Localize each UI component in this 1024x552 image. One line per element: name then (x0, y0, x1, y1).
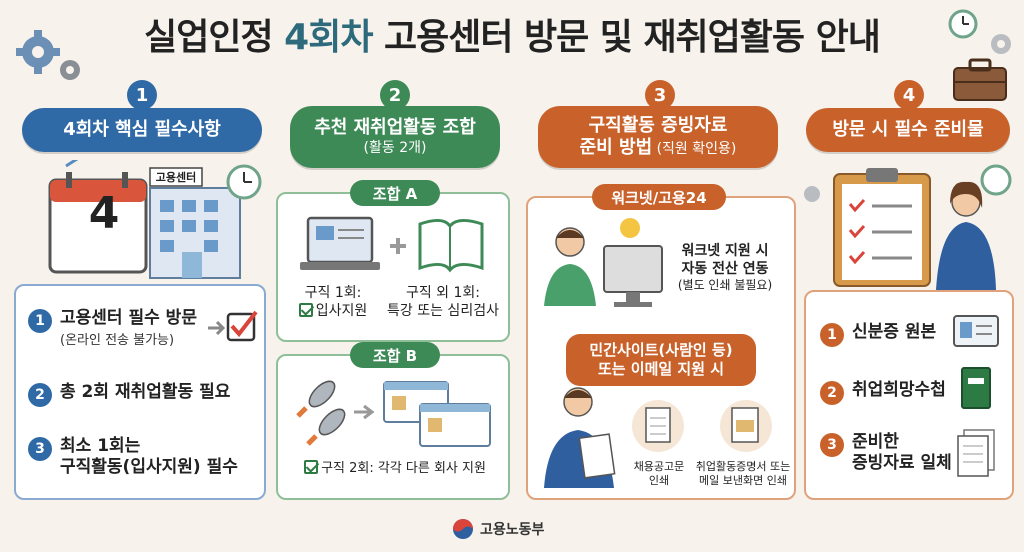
combo-b-text: 구직 2회: 각각 다른 회사 지원 (286, 460, 504, 478)
check-icon (298, 303, 313, 318)
building-sign: 고용센터 (155, 171, 197, 184)
ministry-emblem-icon (453, 519, 473, 539)
section-3-number: 3 (645, 80, 675, 110)
worknet-label: 워크넷/고용24 (592, 184, 726, 210)
section-2-number: 2 (380, 80, 410, 110)
calendar-number: 4 (88, 188, 120, 239)
section-1-banner: 4회차 핵심 필수사항 (22, 108, 262, 152)
combo-b-panel: 구직 2회: 각각 다른 회사 지원 (276, 354, 510, 500)
documents-icon (632, 400, 772, 452)
page-title: 실업인정 4회차 고용센터 방문 및 재취업활동 안내 (144, 17, 881, 58)
person-computer-illustration (544, 218, 663, 307)
briefcase-icon (953, 58, 1007, 101)
doc1-text: 채용공고문 인쇄 (633, 460, 685, 488)
id-card-icon (953, 315, 999, 347)
section-4-banner: 방문 시 필수 준비물 (806, 108, 1010, 152)
section-1-number: 1 (127, 80, 157, 110)
list-item: 1 고용센터 필수 방문 (온라인 전송 불가능) (28, 308, 197, 348)
check-icon (304, 460, 319, 474)
list-item: 3 최소 1회는 구직활동(입사지원) 필수 (28, 436, 238, 479)
gears-icon (16, 30, 80, 80)
combo-a-panel: 구직 1회: 입사지원 구직 외 1회: 특강 또는 심리검사 (276, 192, 510, 342)
list-item: 1 신분증 원본 (820, 322, 936, 347)
person-document-illustration (544, 387, 616, 488)
section-2-banner: 추천 재취업활동 조합 (활동 2개) (290, 106, 500, 168)
combo-a-label: 조합 A (350, 180, 440, 206)
section-4-number: 4 (894, 80, 924, 110)
list-item: 2 취업희망수첩 (820, 380, 946, 405)
worknet-text: 워크넷 지원 시 자동 전산 연동 (별도 인쇄 불필요) (677, 243, 773, 293)
private-label: 민간사이트(사람인 등) 또는 이메일 지원 시 (566, 334, 756, 386)
section-3-banner: 구직활동 증빙자료 준비 방법 (직원 확인용) (538, 106, 778, 168)
notebook-icon (961, 367, 991, 409)
clipboard-person-illustration (804, 164, 1012, 290)
footer-logo: 고용노동부 (452, 518, 544, 540)
calendar-building-illustration (48, 160, 262, 279)
section-1-panel: 1 고용센터 필수 방문 (온라인 전송 불가능) 2 총 2회 재취업활동 필… (14, 284, 266, 500)
combo-b-label: 조합 B (350, 342, 440, 368)
list-item: 3 준비한 증빙자료 일체 (820, 432, 952, 475)
section-4-panel: 1 신분증 원본 2 취업희망수첩 3 준비한 증빙자료 일체 (804, 290, 1014, 500)
clock-gear-icon (948, 9, 1011, 54)
doc2-text: 취업활동증명서 또는 메일 보낸화면 인쇄 (695, 460, 791, 488)
combo-a-right: 구직 외 1회: 특강 또는 심리검사 (387, 285, 499, 320)
arrow-checkbox-icon (208, 310, 258, 342)
rocket-windows-illustration (296, 380, 491, 447)
laptop-book-illustration (300, 216, 484, 273)
document-stack-icon (957, 429, 995, 477)
list-item: 2 총 2회 재취업활동 필요 (28, 382, 230, 407)
combo-a-left: 구직 1회: 입사지원 (288, 284, 378, 320)
